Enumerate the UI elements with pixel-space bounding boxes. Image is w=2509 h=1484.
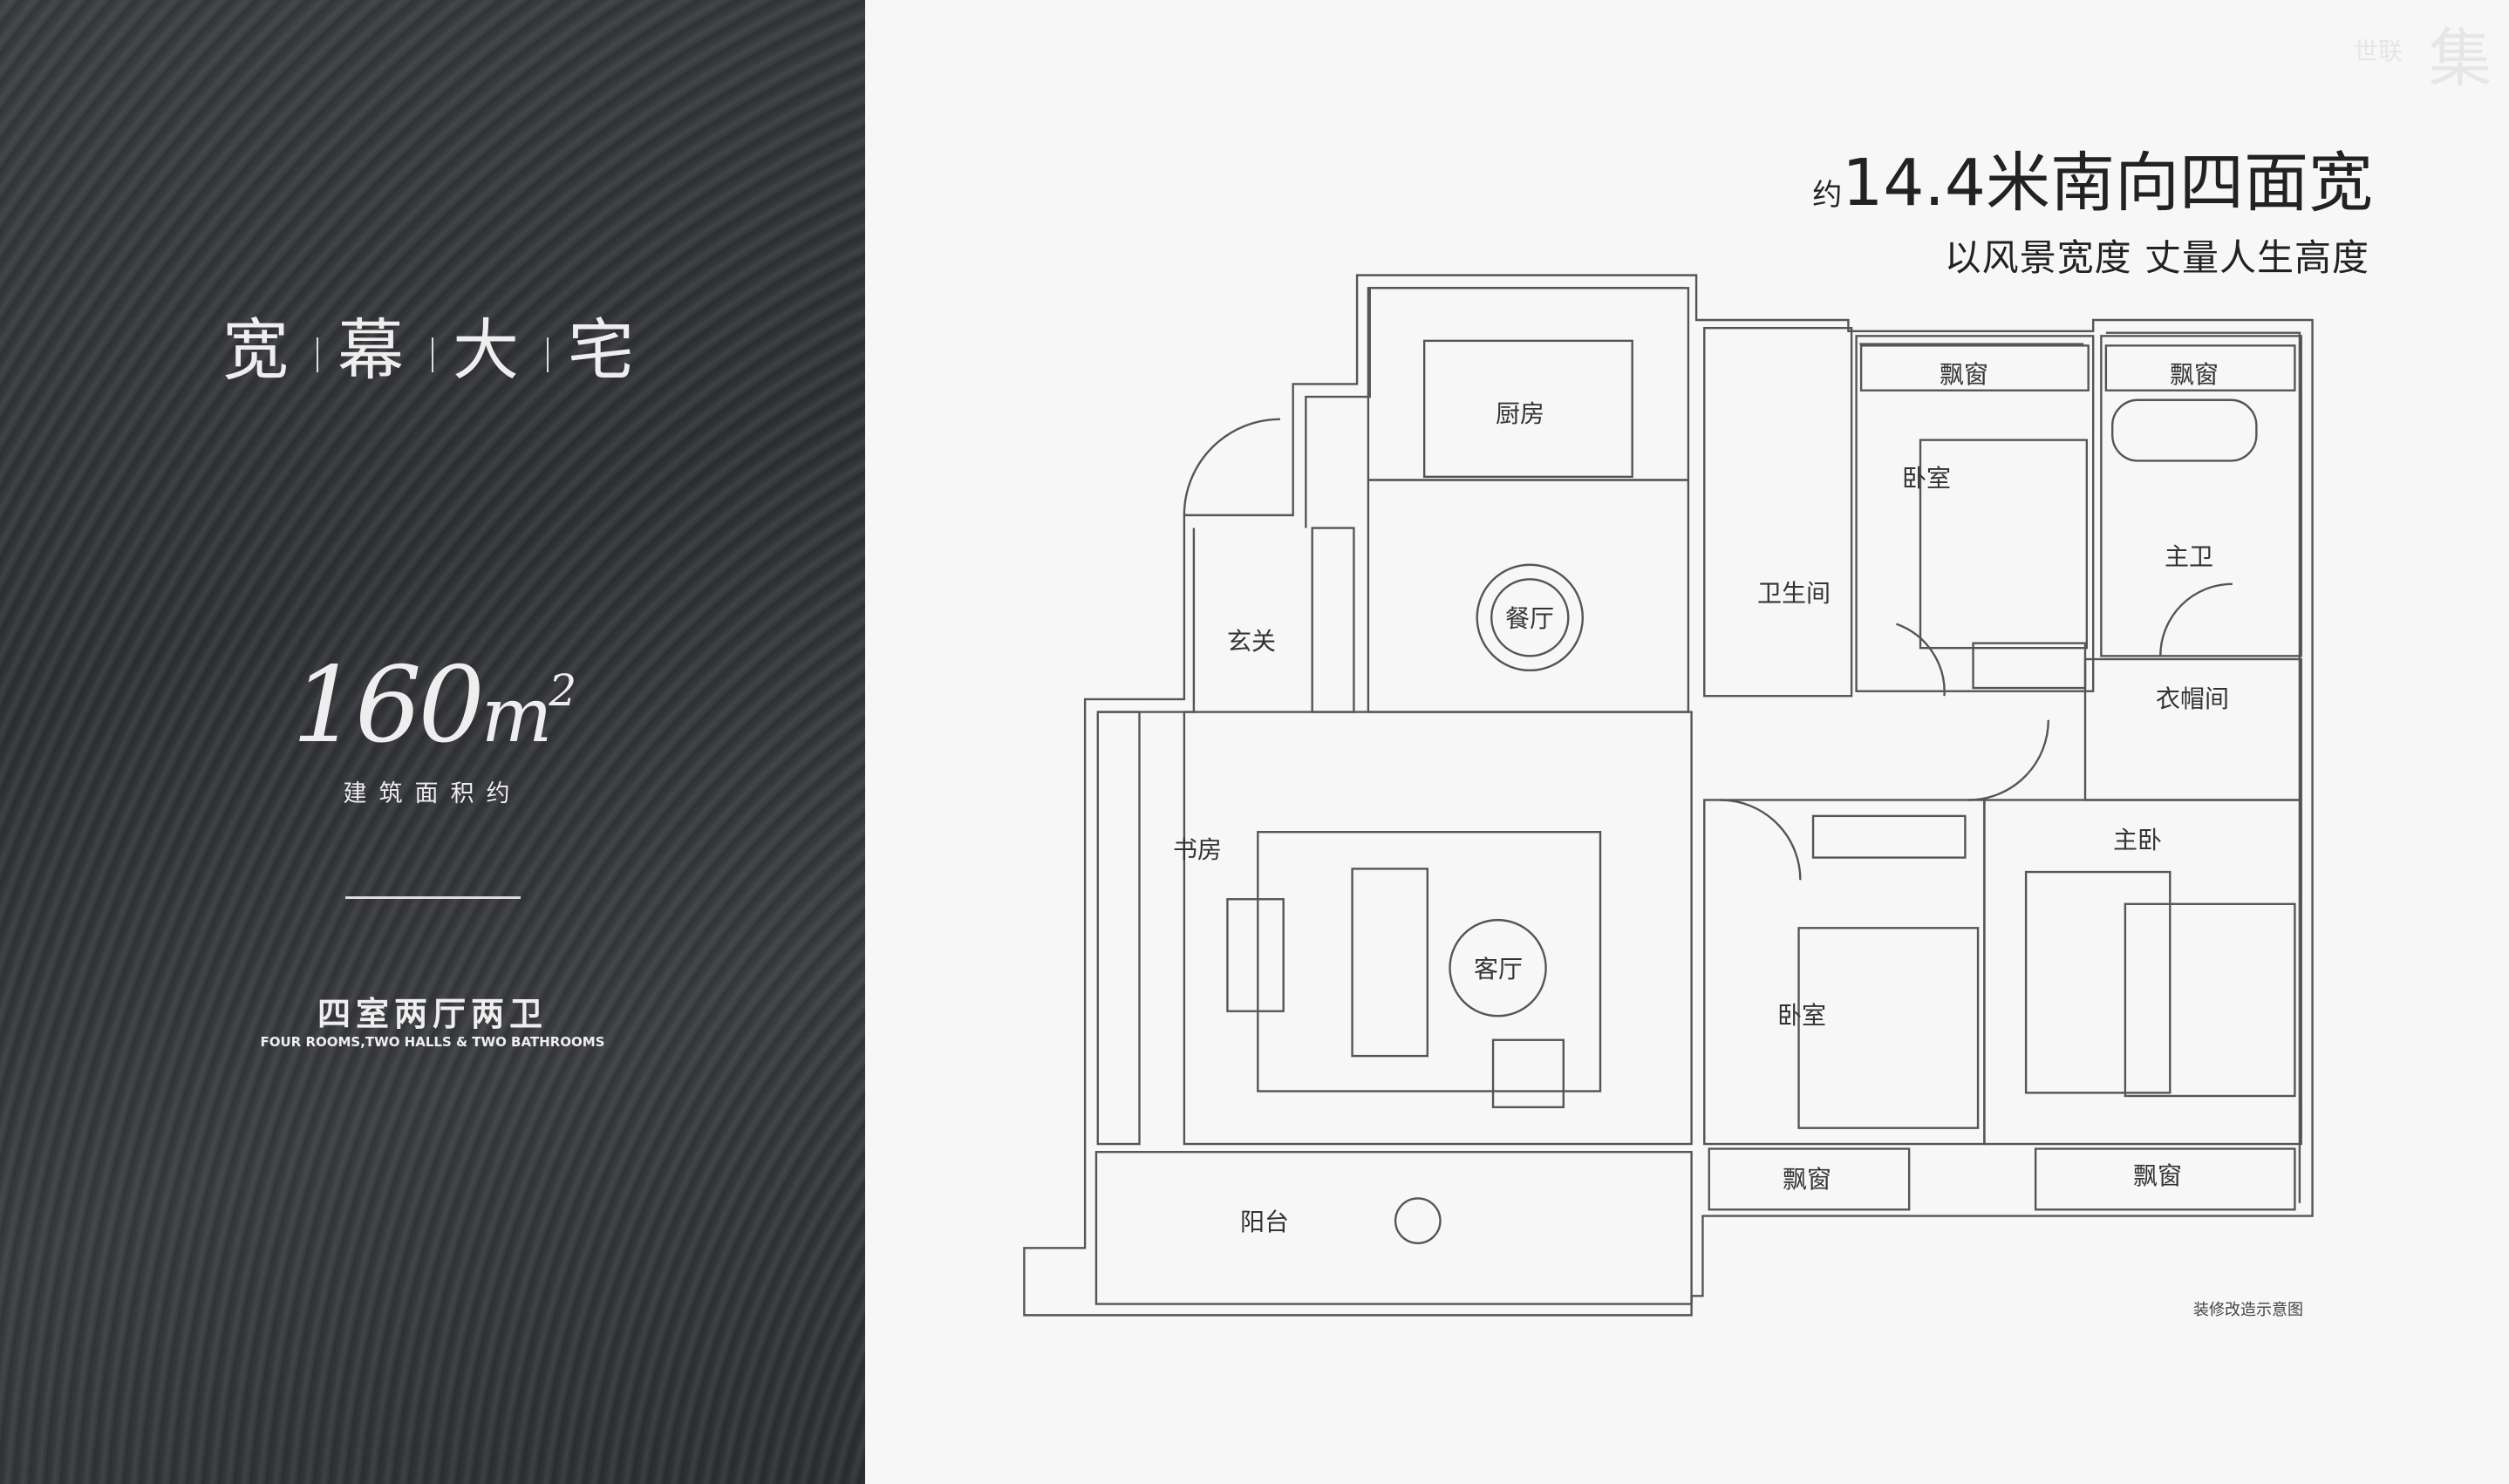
room-label-bathroom: 卫生间: [1756, 579, 1831, 608]
area-number: 160: [291, 645, 485, 766]
room-label-master-bedroom: 主卧: [2112, 826, 2163, 854]
coffee-table: [1449, 918, 1547, 1018]
bay-window-4: [2034, 1147, 2296, 1211]
sofa: [1351, 868, 1429, 1058]
title-char: 大: [453, 311, 528, 389]
room-label-cloakroom: 衣帽间: [2155, 684, 2230, 713]
title-char: 宅: [568, 311, 643, 389]
dining-table: [1476, 563, 1585, 672]
area-unit: m: [481, 672, 553, 759]
door-arcs: [1183, 418, 2233, 881]
divider: [345, 896, 521, 899]
bay-window-3: [1708, 1147, 1911, 1211]
watermark: 世联集: [2354, 7, 2492, 99]
dining-area: [1367, 479, 1690, 713]
room-label-living: 客厅: [1473, 955, 1524, 984]
headline-text: 14.4米南向四面宽: [1842, 146, 2373, 221]
headline-prefix: 约: [1812, 178, 1843, 213]
bed-top: [1919, 439, 2089, 650]
headline: 约14.4米南向四面宽: [1812, 131, 2373, 224]
layout-en: FOUR ROOMS,TWO HALLS & TWO BATHROOMS: [260, 1034, 605, 1050]
outer-wall-inner: [1097, 287, 2301, 1203]
kitchen-wall: [1367, 287, 1690, 481]
room-label-foyer: 玄关: [1226, 627, 1277, 656]
living-area: [1183, 711, 1693, 1146]
master-bed: [2124, 902, 2296, 1098]
desk: [1226, 898, 1285, 1012]
study-shelf: [1096, 711, 1141, 1146]
room-label-study: 书房: [1172, 835, 1223, 864]
separator: [432, 337, 433, 372]
left-panel: 宽幕大宅 160m2 建筑面积约 四室两厅两卫 FOUR ROOMS,TWO H…: [0, 0, 865, 1484]
living-rug: [1257, 831, 1602, 1093]
separator: [317, 337, 318, 372]
balcony-wall: [1094, 1151, 1693, 1305]
subline: 以风景宽度 丈量人生高度: [1944, 236, 2369, 279]
master-bedroom-wall: [1983, 799, 2302, 1146]
room-label-bay-window-4: 飘窗: [2132, 1161, 2183, 1190]
foyer-cabinet: [1311, 527, 1355, 713]
balcony-table: [1394, 1197, 1442, 1244]
room-label-kitchen: 厨房: [1495, 399, 1545, 428]
bay-window-1: [1859, 344, 2090, 391]
bedroom-top-wall: [1855, 335, 2095, 692]
room-label-bay-window-2: 飘窗: [2169, 360, 2219, 389]
room-label-dining: 餐厅: [1504, 604, 1555, 633]
outer-wall: [1023, 274, 2314, 1317]
area-value: 160m2: [0, 645, 865, 766]
room-label-bedroom-bottom: 卧室: [1776, 1001, 1827, 1030]
area-sup: 2: [549, 665, 576, 716]
bed-bottom: [1797, 927, 1980, 1129]
panel-title: 宽幕大宅: [0, 296, 865, 392]
room-label-bay-window-3: 飘窗: [1782, 1165, 1832, 1194]
armchair: [1491, 1038, 1565, 1109]
bay-window-2: [2104, 344, 2296, 391]
watermark-small: 世联: [2353, 37, 2403, 66]
bedroom-bottom-wall: [1703, 799, 1986, 1146]
master-bath-wall: [2100, 335, 2302, 657]
wardrobe-bottom: [1811, 814, 1967, 859]
title-char: 幕: [337, 311, 412, 389]
watermark-big: 集: [2428, 22, 2492, 95]
room-label-master-bath: 主卫: [2164, 542, 2214, 571]
bathroom-wall: [1703, 326, 1853, 698]
bathtub: [2111, 398, 2258, 462]
room-label-balcony: 阳台: [1239, 1208, 1290, 1236]
illustration-note: 装修改造示意图: [2193, 1301, 2303, 1319]
title-char: 宽: [222, 311, 297, 389]
master-bed-sofa: [2024, 870, 2172, 1094]
wardrobe-top: [1972, 642, 2087, 690]
layout-cn: 四室两厅两卫: [317, 995, 548, 1033]
room-label-bedroom-top: 卧室: [1901, 464, 1952, 493]
dining-table-inner: [1490, 578, 1570, 657]
separator: [547, 337, 549, 372]
room-label-bay-window-1: 飘窗: [1939, 360, 1989, 389]
area-label: 建筑面积约: [343, 780, 522, 807]
kitchen-counter: [1422, 339, 1633, 479]
